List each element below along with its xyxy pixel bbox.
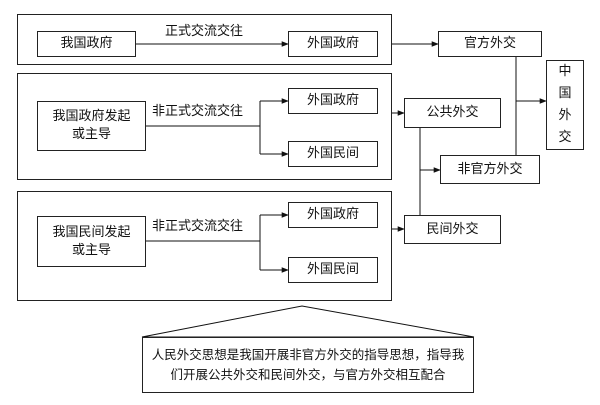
node-foreign-gov-c: 外国政府 — [288, 202, 378, 228]
node-china: 中 国 外 交 — [546, 60, 584, 150]
node-foreign-gov-a: 外国政府 — [288, 31, 378, 57]
node-china-char-1: 中 — [558, 64, 572, 79]
node-public: 公共外交 — [404, 98, 501, 128]
node-foreign-people-b: 外国民间 — [288, 141, 378, 167]
node-people-diplomacy: 民间外交 — [404, 215, 501, 244]
node-official: 官方外交 — [438, 31, 542, 57]
edge-label-informal-people: 非正式交流交往 — [152, 219, 244, 235]
node-china-char-3: 外 — [558, 108, 572, 123]
node-gov-a: 我国政府 — [37, 31, 136, 57]
node-foreign-people-c: 外国民间 — [288, 257, 378, 283]
node-gov-initiated: 我国政府发起或主导 — [37, 101, 146, 151]
group-formal — [17, 14, 392, 65]
group-gov-informal — [17, 73, 392, 180]
group-people-informal — [17, 191, 392, 301]
node-china-char-4: 交 — [558, 130, 572, 145]
node-china-char-2: 国 — [558, 86, 572, 101]
edge-label-formal: 正式交流交往 — [165, 24, 244, 40]
note-pointer-triangle — [141, 305, 475, 338]
node-unofficial: 非官方外交 — [440, 155, 540, 184]
note-box: 人民外交思想是我国开展非官方外交的指导思想，指导我们开展公共外交和民间外交，与官… — [142, 337, 474, 393]
node-foreign-gov-b: 外国政府 — [288, 88, 378, 114]
edge-label-informal-gov: 非正式交流交往 — [152, 104, 244, 120]
node-people-initiated: 我国民间发起或主导 — [37, 216, 146, 267]
